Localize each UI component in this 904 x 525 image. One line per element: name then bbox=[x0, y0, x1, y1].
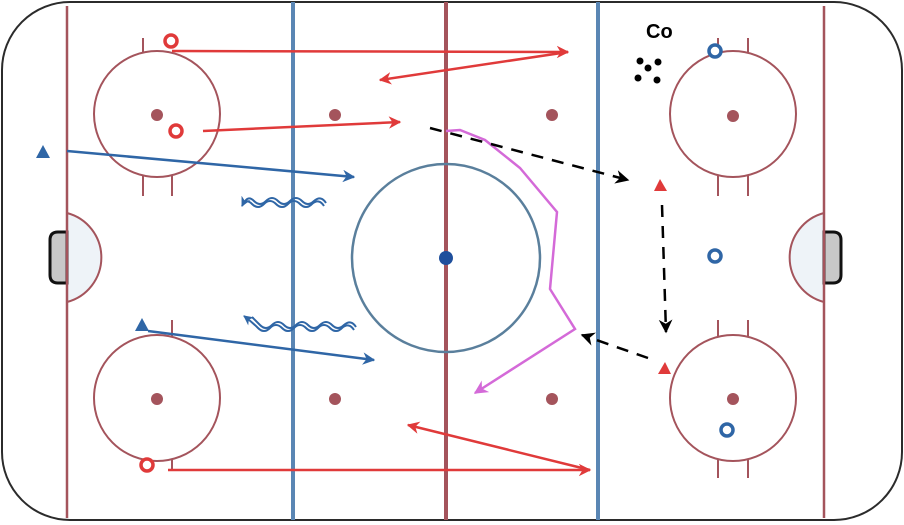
red-skate-slot bbox=[202, 116, 402, 133]
blue-player-right-bottom bbox=[719, 422, 735, 438]
red-player-bottom bbox=[139, 457, 155, 473]
center-faceoff-circle bbox=[350, 162, 542, 354]
pass-defender-to-defender bbox=[658, 204, 673, 334]
faceoff-dot-left-top bbox=[151, 109, 163, 121]
faceoff-circle-right-bottom bbox=[669, 320, 797, 478]
neutral-dot-left-top bbox=[329, 109, 341, 121]
coach-label: Co bbox=[646, 21, 673, 43]
left-goal-crease bbox=[66, 211, 103, 304]
red-player-top-slot bbox=[168, 123, 184, 139]
blue-defender-top bbox=[36, 145, 50, 158]
faceoff-dot-right-top bbox=[727, 110, 739, 122]
blue-skate-top bbox=[66, 149, 356, 183]
right-goal-crease bbox=[788, 211, 825, 304]
red-defender-top bbox=[654, 179, 667, 191]
right-goal-net bbox=[822, 230, 843, 285]
faceoff-dot-left-bottom bbox=[151, 393, 163, 405]
red-player-top-faceoff bbox=[163, 33, 179, 49]
blue-backward-skate-top bbox=[241, 195, 327, 208]
blue-skate-bottom bbox=[147, 329, 376, 365]
center-faceoff-dot bbox=[439, 251, 453, 265]
neutral-dot-right-bottom bbox=[546, 393, 558, 405]
red-skate-bottom-return bbox=[406, 421, 591, 472]
purple-skate-path bbox=[445, 128, 577, 395]
pass-to-red-defender-top bbox=[429, 126, 630, 184]
blue-backward-skate-bottom bbox=[243, 315, 357, 332]
faceoff-circle-right-top bbox=[669, 38, 797, 196]
blue-defender-bottom bbox=[135, 318, 149, 331]
faceoff-circle-left-top bbox=[93, 38, 221, 196]
red-skate-top-return bbox=[378, 50, 569, 85]
red-defender-bottom bbox=[658, 362, 671, 374]
left-goal-net bbox=[48, 230, 69, 285]
blue-player-right-top bbox=[707, 43, 723, 59]
pass-to-blue-line bbox=[580, 332, 649, 360]
coach-puck-pile-icon bbox=[634, 57, 662, 84]
faceoff-dot-right-bottom bbox=[727, 393, 739, 405]
neutral-dot-left-bottom bbox=[329, 393, 341, 405]
neutral-dot-right-top bbox=[546, 109, 558, 121]
red-skate-top-long bbox=[171, 45, 570, 59]
blue-player-right-mid bbox=[707, 248, 723, 264]
